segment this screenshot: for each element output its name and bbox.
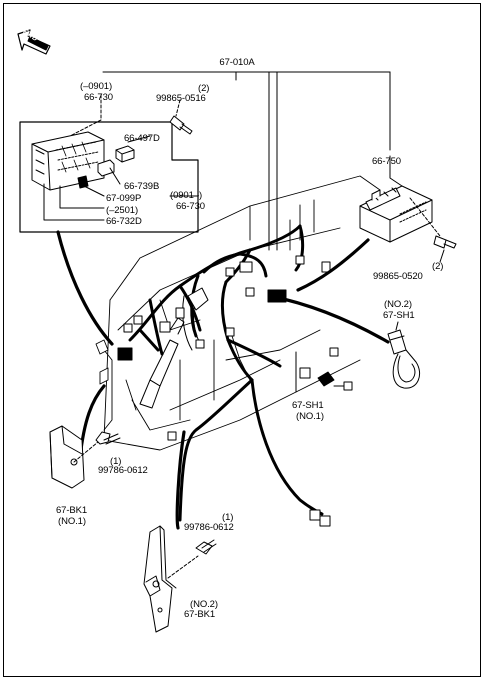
fwd-arrow-icon: [17, 29, 51, 55]
bracket-67-bk1-no2-icon: [143, 525, 217, 633]
bolt-99865-0520-icon: [433, 235, 457, 263]
sh1-no2-leader-thick: [268, 294, 390, 344]
bracket-67-bk1-no1-icon: [49, 425, 121, 489]
label-67-SH1-no2: 67-SH1: [383, 310, 415, 321]
label-99865-0520-qty: (2): [432, 261, 444, 272]
label-66-739B: 66-739B: [124, 181, 160, 192]
label-67-SH1-no1: 67-SH1: [292, 400, 324, 411]
label-66-732D: 66-732D: [106, 216, 142, 227]
part-66-750-leader-thick: [296, 238, 370, 292]
junction-box-inset: [19, 94, 199, 233]
label-99786-0612-b: 99786-0612: [184, 522, 234, 533]
label-67-010A: 67-010A: [219, 57, 255, 68]
label-99865-0516-qty: (2): [198, 83, 210, 94]
label-67-099P: 67-099P: [106, 193, 142, 204]
bk1-no2-leader-thick: [175, 430, 186, 530]
part-66-750-icon: [359, 155, 441, 243]
inset-leader-thick: [56, 230, 114, 346]
label-67-BK1-no1-sub: (NO.1): [58, 516, 86, 527]
label-67-BK1-no2: 67-BK1: [184, 609, 216, 620]
label-67-SH1-no1-sub: (NO.1): [296, 411, 324, 422]
label-67-SH1-no2-sub: (NO.2): [384, 299, 412, 310]
harness-clamp: [187, 287, 209, 311]
main-harness-leaders: [102, 71, 391, 251]
harness-connectors: [123, 255, 353, 527]
label-66-730-top: 66-730: [84, 92, 113, 103]
label-99865-0520: 99865-0520: [373, 271, 423, 282]
label-67-BK1-no2-sub: (NO.2): [190, 599, 218, 610]
label-66-730-mid: 66-730: [176, 201, 205, 212]
label-99865-0516: 99865-0516: [156, 93, 206, 104]
junction-connector: [117, 347, 133, 361]
label-99786-0612-a: 99786-0612: [98, 465, 148, 476]
label-66-750: 66-750: [372, 156, 401, 167]
label-66-730-top-range: (–0901): [80, 81, 113, 92]
label-66-730-mid-range: (0901–): [170, 190, 203, 201]
dashboard-outline: [95, 175, 381, 451]
label-67-BK1-no1: 67-BK1: [56, 505, 88, 516]
shield-ground-no2-icon: [387, 321, 420, 389]
label-66-497D: 66-497D: [124, 133, 160, 144]
bolt-99865-0516-icon: [169, 99, 193, 135]
label-99786-0612-a-qty: (1): [110, 456, 122, 467]
label-99786-0612-b-qty: (1): [222, 512, 234, 523]
label-66-732D-range: (–2501): [106, 205, 139, 216]
